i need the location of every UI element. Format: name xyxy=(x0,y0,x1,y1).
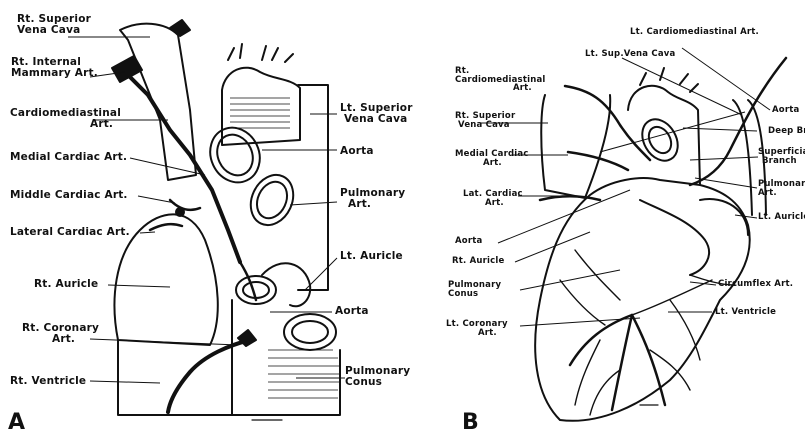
label-medial-cardiac-art-b: Medial Cardiac Art. xyxy=(455,150,529,167)
label-aorta-lower: Aorta xyxy=(335,306,369,317)
label-deep-br: Deep Br xyxy=(768,127,805,136)
label-circumflex-art: Circumflex Art. xyxy=(718,280,793,289)
panel-a-drawing xyxy=(68,20,345,420)
panel-letter-a: A xyxy=(8,410,25,435)
label-lt-coronary-art: Lt. Coronary Art. xyxy=(446,320,508,337)
label-rt-auricle-b: Rt. Auricle xyxy=(452,257,504,266)
label-lt-sup-vena-cava: Lt. Sup.Vena Cava xyxy=(585,50,675,59)
label-rt-coronary-art: Rt. Coronary Art. xyxy=(22,323,99,344)
label-lt-auricle: Lt. Auricle xyxy=(340,251,403,262)
label-rt-internal-mammary-art: Rt. Internal Mammary Art. xyxy=(11,57,98,78)
label-aorta-b-left: Aorta xyxy=(455,237,482,246)
label-rt-ventricle: Rt. Ventricle xyxy=(10,376,86,387)
label-pulmonary-art: Pulmonary Art. xyxy=(340,188,405,209)
label-aorta-b-right: Aorta xyxy=(772,106,799,115)
label-pulmonary-art-b: Pulmonary Art. xyxy=(758,180,805,197)
label-superficial-branch: Superficial Branch xyxy=(758,148,805,165)
label-lt-ventricle: Lt. Ventricle xyxy=(715,308,776,317)
label-lt-cardiomediastinal-art: Lt. Cardiomediastinal Art. xyxy=(630,28,759,37)
label-rt-superior-vena-cava: Rt. Superior Vena Cava xyxy=(17,14,91,35)
label-pulmonary-conus-b: Pulmonary Conus xyxy=(448,281,501,298)
label-rt-auricle: Rt. Auricle xyxy=(34,279,98,290)
label-cardiomediastinal-art: Cardiomediastinal Art. xyxy=(10,108,121,129)
label-middle-cardiac-art: Middle Cardiac Art. xyxy=(10,190,128,201)
label-lat-cardiac-art: Lat. Cardiac Art. xyxy=(463,190,523,207)
label-lt-auricle-b: Lt. Auricle xyxy=(758,213,805,222)
label-pulmonary-conus: Pulmonary Conus xyxy=(345,366,410,387)
label-lt-superior-vena-cava: Lt. Superior Vena Cava xyxy=(340,103,413,124)
label-rt-superior-vena-cava-b: Rt. Superior Vena Cava xyxy=(455,112,515,129)
label-lateral-cardiac-art: Lateral Cardiac Art. xyxy=(10,227,130,238)
label-rt-cardiomediastinal-art: Rt. Cardiomediastinal Art. xyxy=(455,67,546,93)
panel-b-drawing xyxy=(480,48,786,421)
label-aorta-upper: Aorta xyxy=(340,146,374,157)
panel-letter-b: B xyxy=(462,410,479,435)
label-medial-cardiac-art: Medial Cardiac Art. xyxy=(10,152,127,163)
